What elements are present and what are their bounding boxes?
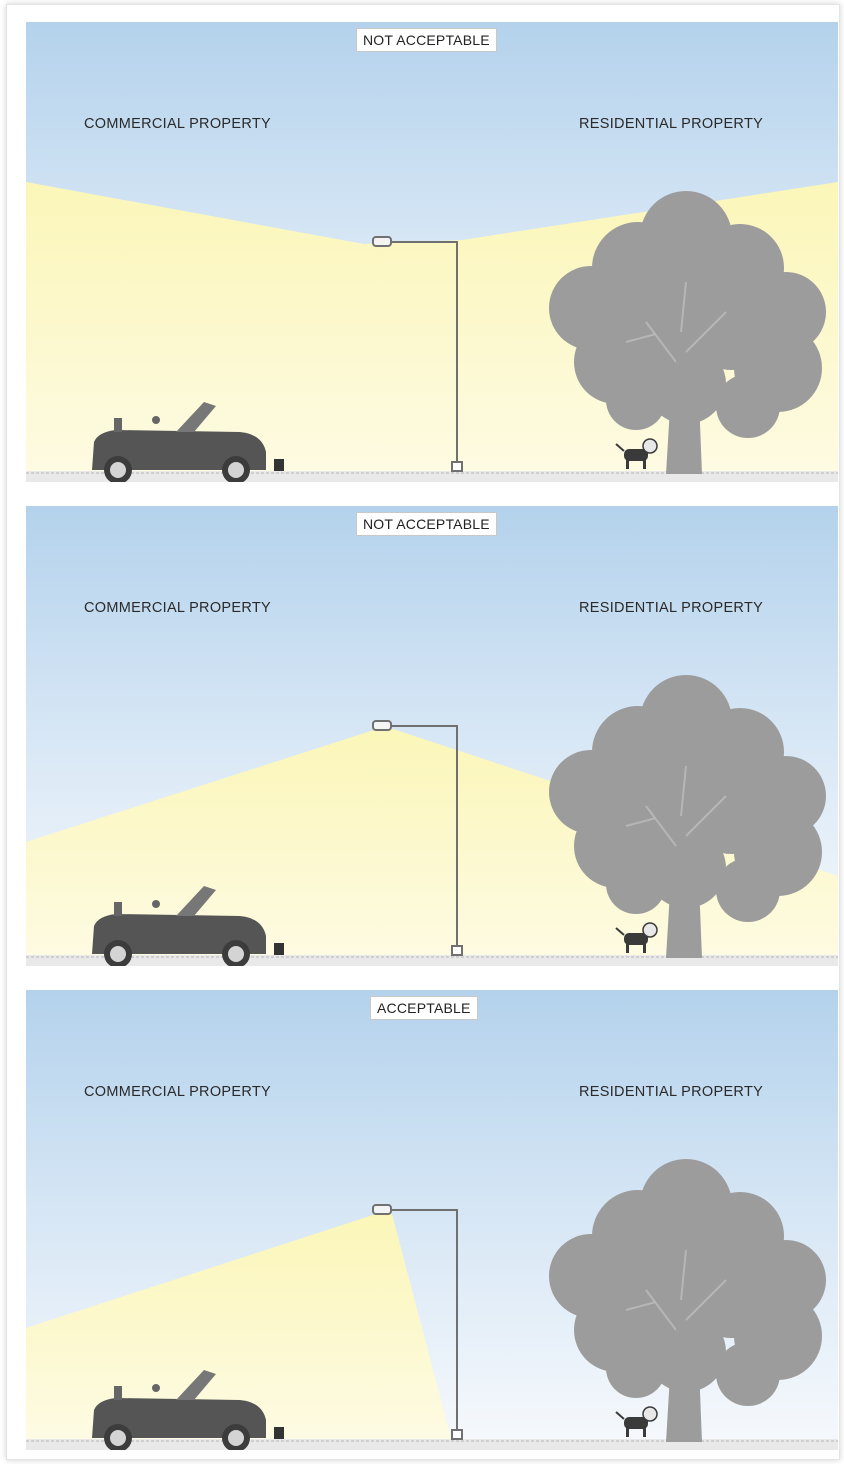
status-badge: ACCEPTABLE bbox=[370, 996, 478, 1020]
scene-illustration bbox=[26, 506, 838, 966]
commercial-property-label: COMMERCIAL PROPERTY bbox=[84, 116, 271, 132]
residential-property-label: RESIDENTIAL PROPERTY bbox=[579, 116, 763, 132]
scene-illustration bbox=[26, 22, 838, 482]
panel-not-acceptable-1: NOT ACCEPTABLE COMMERCIAL PROPERTY RESID… bbox=[26, 22, 838, 482]
status-badge: NOT ACCEPTABLE bbox=[356, 512, 497, 536]
residential-property-label: RESIDENTIAL PROPERTY bbox=[579, 600, 763, 616]
panel-not-acceptable-2: NOT ACCEPTABLE COMMERCIAL PROPERTY RESID… bbox=[26, 506, 838, 966]
panel-acceptable: ACCEPTABLE COMMERCIAL PROPERTY RESIDENTI… bbox=[26, 990, 838, 1450]
commercial-property-label: COMMERCIAL PROPERTY bbox=[84, 600, 271, 616]
commercial-property-label: COMMERCIAL PROPERTY bbox=[84, 1084, 271, 1100]
scene-illustration bbox=[26, 990, 838, 1450]
residential-property-label: RESIDENTIAL PROPERTY bbox=[579, 1084, 763, 1100]
status-badge: NOT ACCEPTABLE bbox=[356, 28, 497, 52]
